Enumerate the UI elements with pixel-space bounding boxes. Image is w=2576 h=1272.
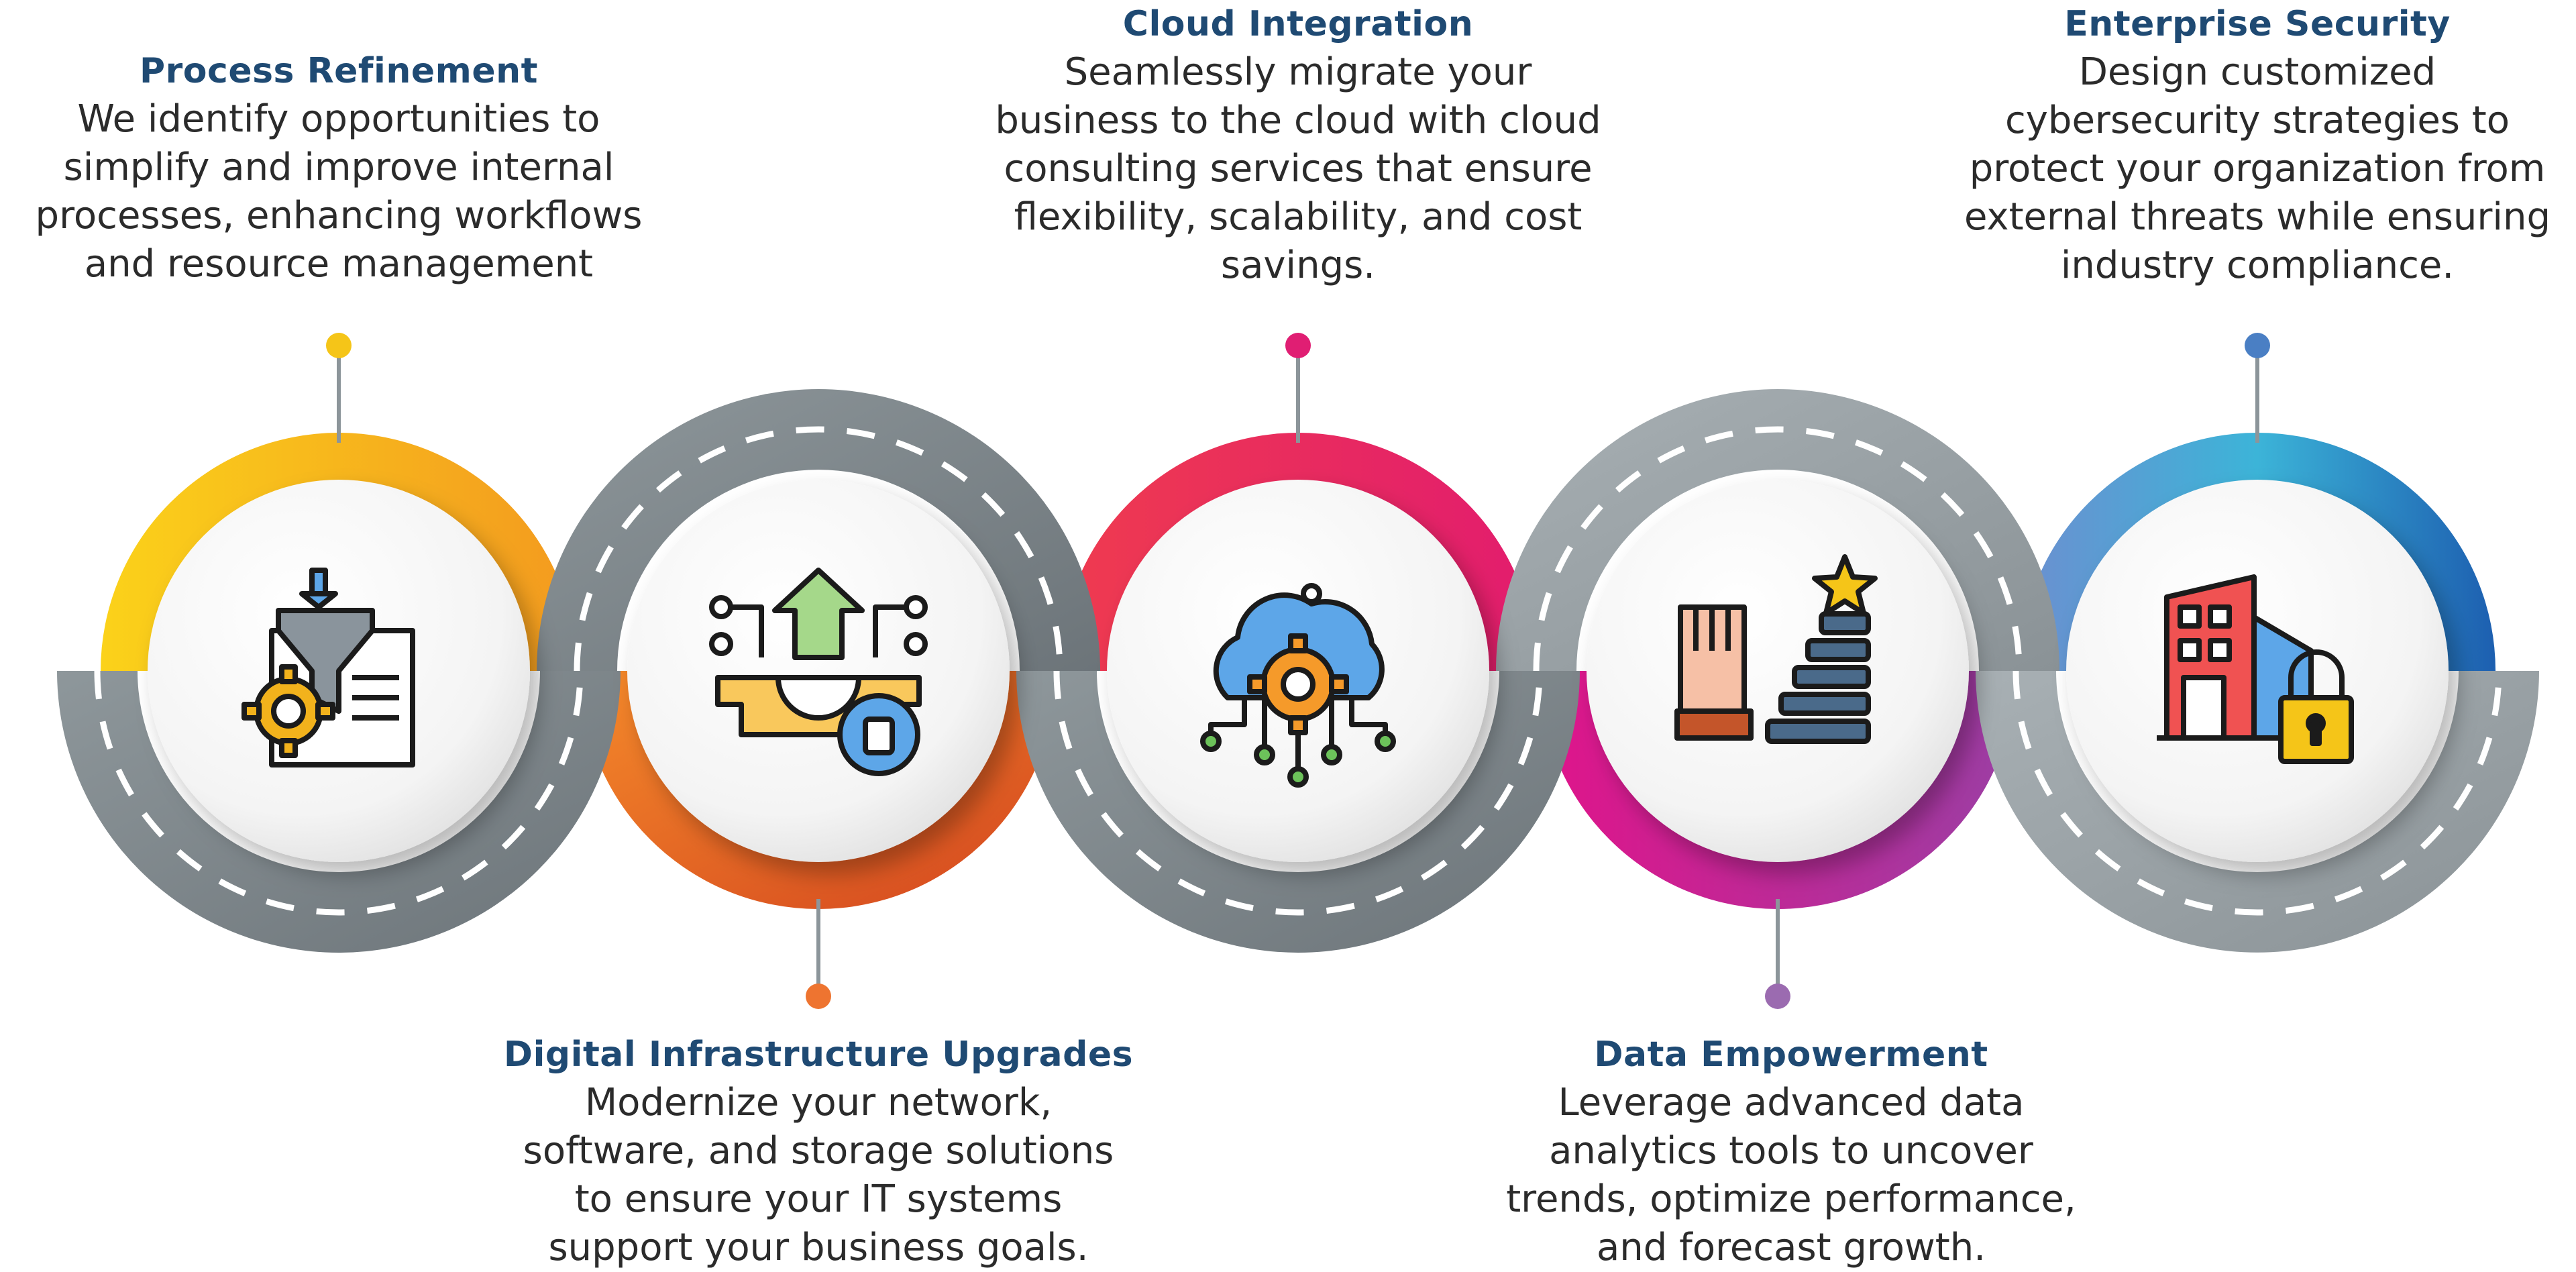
building-padlock-icon <box>2157 574 2354 764</box>
step-title: Data Empowerment <box>1594 1035 1988 1075</box>
fist-stairs-star-icon <box>1674 554 1878 744</box>
step-description: Modernize your network, software, and st… <box>523 1081 1114 1269</box>
cloud-gear-network-icon <box>1200 583 1396 788</box>
dot-process-refinement <box>326 333 352 358</box>
upgrade-arrow-gear-icon <box>709 568 928 776</box>
dot-digital-infrastructure <box>806 984 831 1009</box>
ring-cloud-integration <box>1060 433 1536 671</box>
dot-cloud-integration <box>1285 333 1311 358</box>
step-enterprise-security: Enterprise Security Design customized cy… <box>1945 0 2569 290</box>
step-description: Leverage advanced data analytics tools t… <box>1506 1081 2076 1269</box>
ring-enterprise-security <box>2019 433 2496 671</box>
step-digital-infrastructure: Digital Infrastructure Upgrades Moderniz… <box>490 1030 1147 1272</box>
connector-lines <box>337 346 2259 993</box>
step-title: Cloud Integration <box>1122 4 1474 44</box>
step-title: Enterprise Security <box>2064 4 2451 44</box>
ring-data-empowerment <box>1540 671 2016 909</box>
step-title: Digital Infrastructure Upgrades <box>503 1035 1134 1075</box>
ring-digital-infrastructure <box>580 671 1057 909</box>
icon-discs <box>148 480 2449 862</box>
road-path <box>57 389 2539 953</box>
step-description: We identify opportunities to simplify an… <box>35 97 643 286</box>
step-title: Process Refinement <box>140 51 538 91</box>
step-process-refinement: Process Refinement We identify opportuni… <box>27 47 651 288</box>
funnel-document-gear-icon <box>241 568 415 767</box>
step-description: Seamlessly migrate your business to the … <box>995 50 1601 287</box>
road-lane-markings <box>94 426 2502 916</box>
ring-process-refinement <box>101 433 577 671</box>
step-data-empowerment: Data Empowerment Leverage advanced data … <box>1489 1030 2093 1272</box>
step-description: Design customized cybersecurity strategi… <box>1964 50 2551 287</box>
dot-data-empowerment <box>1765 984 1790 1009</box>
dot-enterprise-security <box>2245 333 2270 358</box>
step-cloud-integration: Cloud Integration Seamlessly migrate you… <box>966 0 1630 290</box>
